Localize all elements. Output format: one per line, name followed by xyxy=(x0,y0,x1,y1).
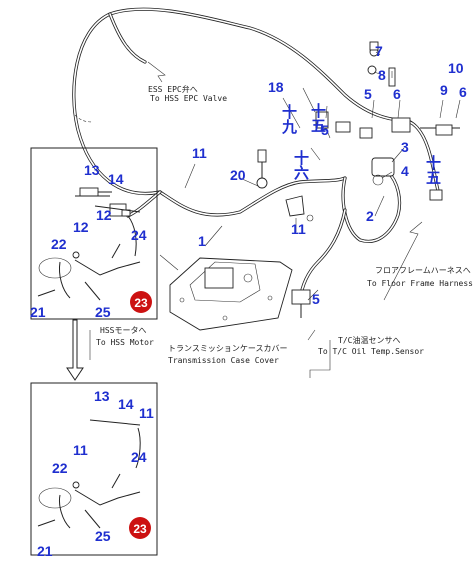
callout-19: 十九 xyxy=(280,103,298,135)
inset-callout-13: 13 xyxy=(94,388,110,404)
inset-callout-14: 14 xyxy=(118,396,134,412)
inset-callout-22: 22 xyxy=(52,460,68,476)
callout-3: 3 xyxy=(401,139,409,155)
callout-22: 22 xyxy=(51,236,67,252)
note-trans-jp: トランスミッションケースカバー xyxy=(168,344,287,353)
note-tc-en: To T/C Oil Temp.Sensor xyxy=(318,347,424,356)
callout-16: 十六 xyxy=(292,149,310,181)
callout-2: 2 xyxy=(366,208,374,224)
badge-23 xyxy=(130,291,152,313)
callout-numbers: 11 1 20 18 11 7 8 5 6 10 9 6 3 4 2 5 5 十… xyxy=(192,43,467,307)
inset-bottom-callouts: 13 14 11 11 24 22 25 21 23 xyxy=(37,388,154,559)
note-hssm-jp: HSSモータへ xyxy=(100,326,146,335)
callout-12: 12 xyxy=(73,219,89,235)
callout-21: 21 xyxy=(30,304,46,320)
down-arrow xyxy=(66,319,84,381)
callout-25: 25 xyxy=(95,304,111,320)
callout-12-upper: 12 xyxy=(96,207,112,223)
inset-badge-23-label: 23 xyxy=(133,522,147,536)
badge-23-label: 23 xyxy=(134,296,148,310)
callout-6-right: 6 xyxy=(459,84,467,100)
callout-5-lower: 5 xyxy=(312,291,320,307)
callout-9: 9 xyxy=(440,82,448,98)
callout-1: 1 xyxy=(198,233,206,249)
callout-15: 十五 xyxy=(309,102,327,133)
callout-24: 24 xyxy=(131,227,147,243)
inset-badge-23 xyxy=(129,517,151,539)
callout-18: 18 xyxy=(268,79,284,95)
inset-callout-11-lower: 11 xyxy=(73,442,88,458)
callout-6: 6 xyxy=(393,86,401,102)
note-hssm-en: To HSS Motor xyxy=(96,338,154,347)
note-trans-en: Transmission Case Cover xyxy=(168,356,279,365)
callout-5-top: 5 xyxy=(364,86,372,102)
target-arrows xyxy=(89,61,423,378)
inset-callout-25: 25 xyxy=(95,528,111,544)
callout-13: 13 xyxy=(84,162,100,178)
callout-14: 14 xyxy=(108,171,124,187)
note-ess-jp: ESS EPC弁へ xyxy=(148,84,198,94)
callout-15-right: 十五 xyxy=(424,154,442,185)
callout-5-mid: 5 xyxy=(321,122,329,138)
note-floor-en: To Floor Frame Harness xyxy=(367,279,473,288)
note-floor-jp: フロアフレームハーネスへ xyxy=(375,266,471,275)
note-ess-en: To HSS EPC Valve xyxy=(150,94,227,103)
sensor-plug xyxy=(291,289,311,318)
callout-11-lower: 11 xyxy=(291,221,306,237)
inset-top-callouts: 13 14 12 12 22 24 21 25 23 xyxy=(30,162,152,320)
leader-lines xyxy=(184,51,461,301)
callout-20: 20 xyxy=(230,167,246,183)
inset-bottom-parts xyxy=(37,419,141,529)
callout-8: 8 xyxy=(378,67,386,83)
callout-4: 4 xyxy=(401,163,409,179)
callout-10: 10 xyxy=(448,60,464,76)
inset-box-top xyxy=(30,147,158,320)
note-tc-jp: T/C油温センサへ xyxy=(338,335,400,345)
inset-callout-11: 11 xyxy=(139,405,154,421)
main-harness xyxy=(72,7,442,302)
inset-callout-24: 24 xyxy=(131,449,147,465)
inset-box-bottom xyxy=(30,382,158,556)
callout-7: 7 xyxy=(375,43,383,59)
grommet-11 xyxy=(285,195,314,222)
transmission-case-cover xyxy=(169,257,293,331)
inset-callout-21: 21 xyxy=(37,543,53,559)
annotations: ESS EPC弁へ To HSS EPC Valve フロアフレームハーネスへ … xyxy=(96,84,473,365)
bolt-20 xyxy=(256,149,268,189)
connector-4 xyxy=(371,157,395,186)
clip-right xyxy=(429,124,453,201)
inset-top-parts xyxy=(37,195,141,301)
bracket-12-13-14 xyxy=(79,187,131,217)
callout-11: 11 xyxy=(192,145,207,161)
